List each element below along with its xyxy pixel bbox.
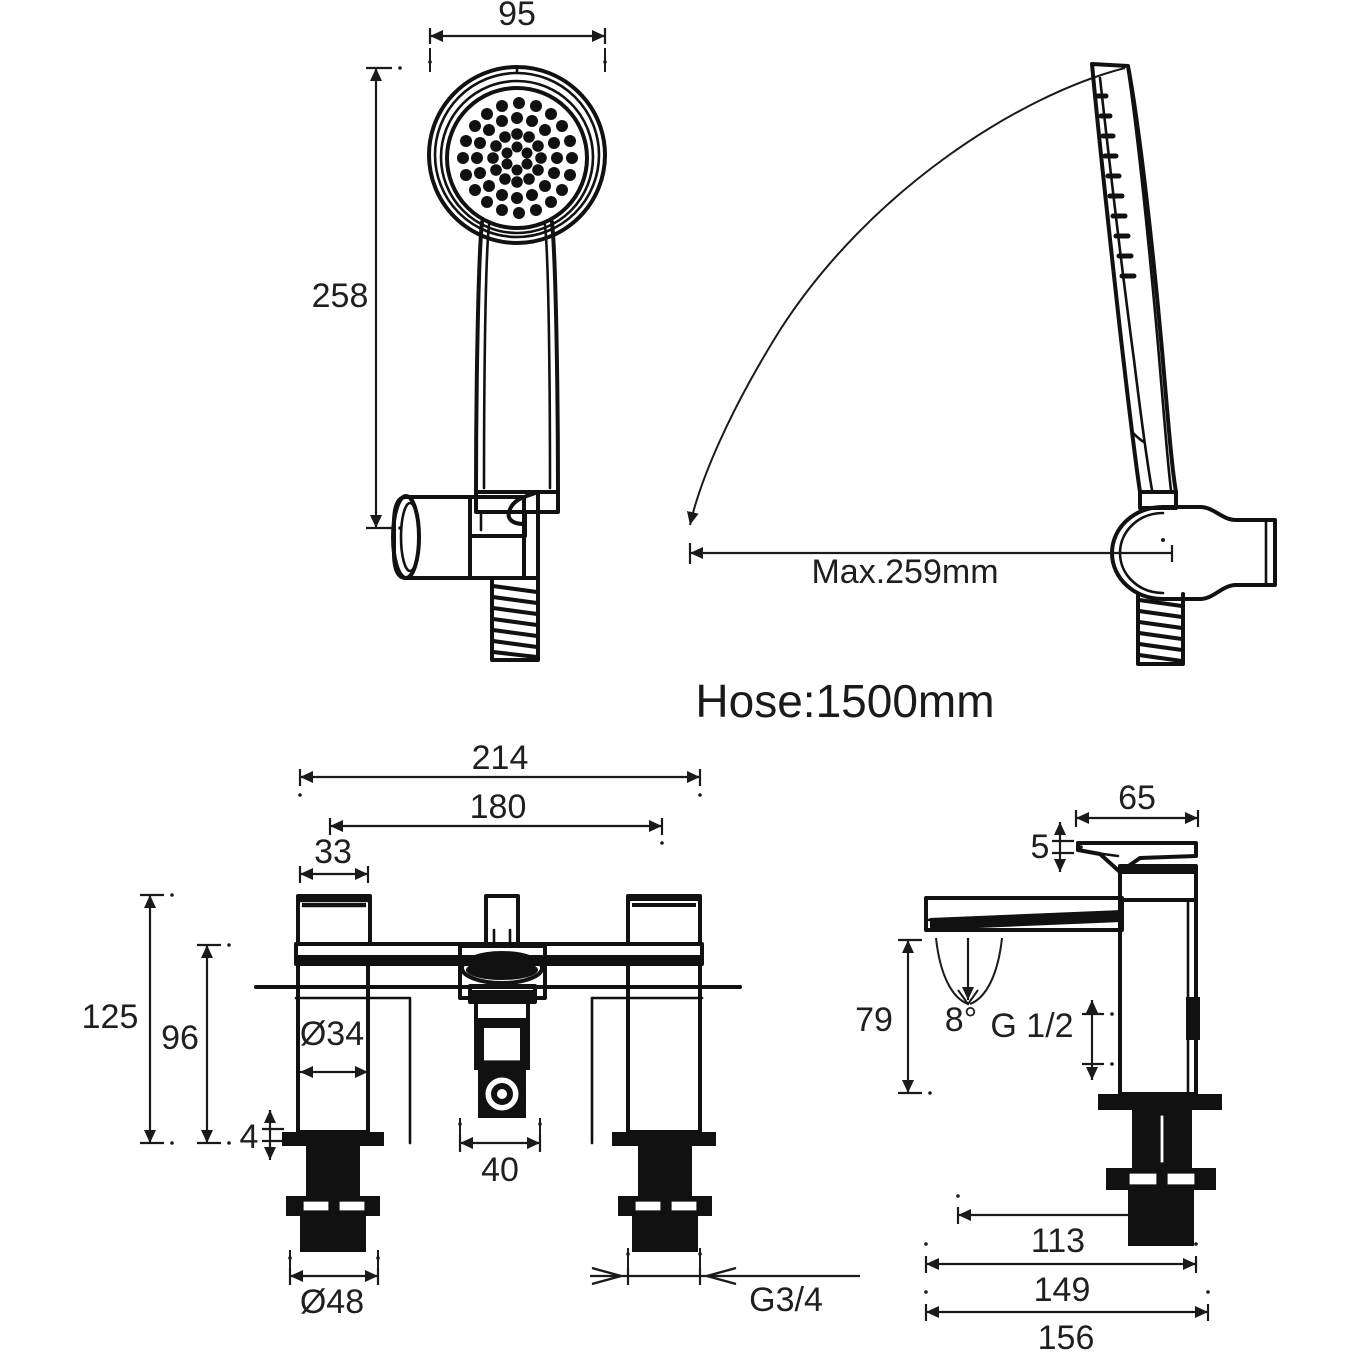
view-bath-mixer-front: 214 180 33 125	[82, 739, 860, 1321]
dimension-label-4: 4	[240, 1118, 259, 1156]
dimension-inlet-thread-g12: G 1/2	[990, 1000, 1114, 1080]
dimension-label-8deg: 8°	[945, 1001, 978, 1039]
dimension-label-258: 258	[312, 277, 369, 315]
dimension-height-258: 258	[312, 66, 402, 530]
dimension-label-d34: Ø34	[300, 1015, 364, 1053]
dimension-handle-centres-180: 180	[328, 788, 664, 845]
shower-hose-graphic	[490, 576, 540, 662]
dimension-label-156: 156	[1038, 1319, 1095, 1357]
dimension-overall-width-214: 214	[298, 739, 702, 797]
swivel-arc	[686, 67, 1126, 526]
dimension-body-depth-149: 149	[924, 1242, 1198, 1309]
dimension-lever-length-65: 65	[1074, 779, 1200, 827]
dimension-handle-width-33: 33	[298, 833, 370, 883]
dimension-spout-height-79: 79	[855, 938, 932, 1095]
dimension-flange-thickness-4: 4	[240, 1110, 293, 1160]
dimension-label-149: 149	[1034, 1271, 1091, 1309]
dimension-base-diameter-48: Ø48	[288, 1250, 380, 1321]
dimension-label-214: 214	[472, 739, 529, 777]
dimension-label-180: 180	[470, 788, 527, 826]
dimension-label-79: 79	[855, 1001, 893, 1039]
dimension-spout-height-96: 96	[161, 943, 231, 1145]
dimension-label-40: 40	[481, 1151, 519, 1189]
dimension-total-height-125: 125	[82, 893, 174, 1145]
shower-head-spray-holes	[457, 97, 578, 219]
dimension-label-g34: G3/4	[749, 1281, 823, 1319]
dimension-body-diameter-34: Ø34	[300, 1015, 368, 1078]
dimension-spout-angle-8deg: 8°	[935, 937, 1003, 1039]
dimension-overall-depth-156: 156	[924, 1290, 1210, 1357]
dimension-width-95: 95	[428, 0, 607, 72]
view-shower-head-front: 95 258	[312, 0, 607, 662]
dimension-label-max-reach: Max.259mm	[811, 553, 998, 591]
dimension-label-d48: Ø48	[300, 1283, 364, 1321]
dimension-label-65: 65	[1118, 779, 1156, 817]
dimension-label-125: 125	[82, 998, 139, 1036]
view-shower-bracket-swivel: Max.259mm Hose:1500mm	[686, 62, 1277, 727]
bath-mixer-graphic	[254, 894, 742, 1252]
dimension-label-96: 96	[161, 1019, 199, 1057]
dimension-label-95: 95	[498, 0, 536, 33]
dimension-spout-reach-113: 113	[956, 1194, 1160, 1260]
dimension-label-113: 113	[1031, 1222, 1085, 1260]
dimension-lever-thickness-5: 5	[1031, 822, 1083, 872]
swivel-hose-graphic	[1136, 592, 1185, 666]
dimension-inlet-thread-g34: G3/4	[590, 1248, 860, 1319]
shower-head-graphic	[427, 65, 607, 538]
view-basin-mixer-side: 65 5 79 8°	[855, 779, 1222, 1357]
dimension-max-reach: Max.259mm	[688, 543, 1155, 591]
dimension-spout-width-40: 40	[458, 1118, 542, 1189]
basin-mixer-graphic	[924, 841, 1222, 1246]
dimension-label-g12: G 1/2	[990, 1007, 1073, 1045]
dimension-label-33: 33	[314, 833, 352, 871]
dimension-label-5: 5	[1031, 828, 1050, 866]
hose-length-note: Hose:1500mm	[695, 675, 994, 727]
